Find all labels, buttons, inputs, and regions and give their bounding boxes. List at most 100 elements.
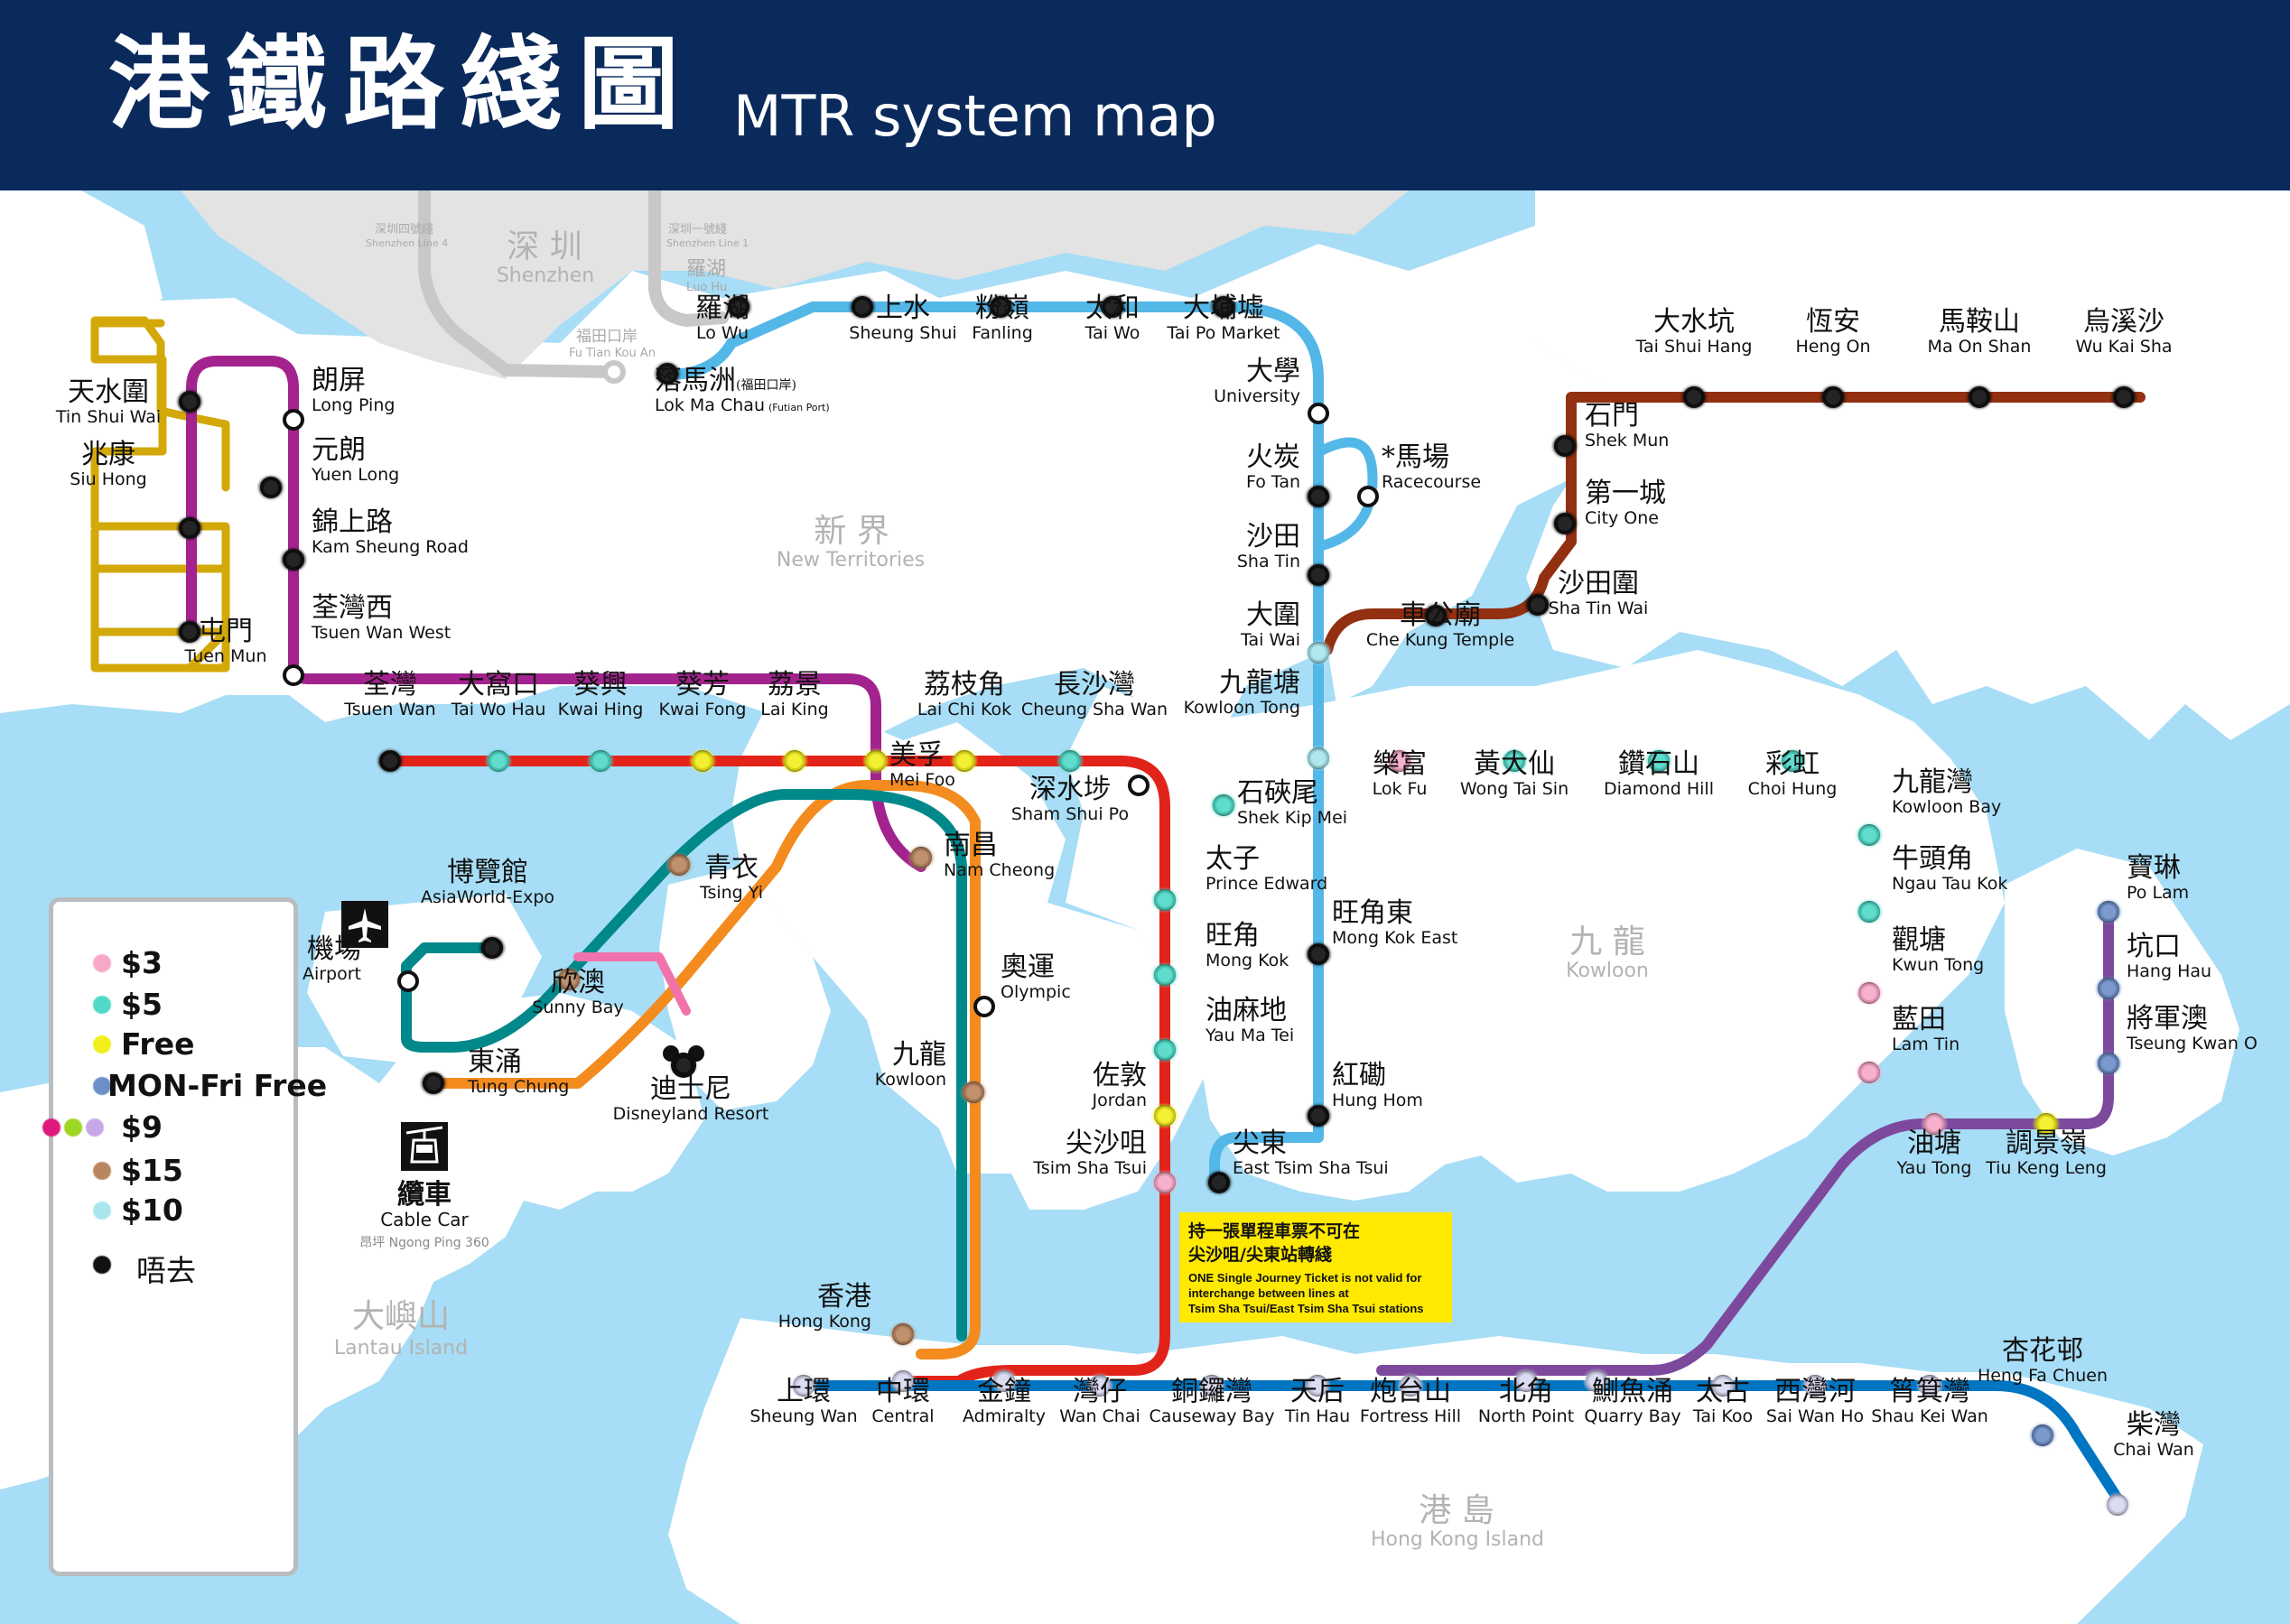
fare-marker [178, 391, 201, 413]
fare-marker [1153, 964, 1177, 986]
station-name-en: Lo Wu [696, 323, 749, 343]
region-lantau-en: Lantau Island [334, 1337, 468, 1360]
legend-swatch [93, 1035, 111, 1053]
fare-marker [1526, 594, 1550, 616]
station-name-zh: 博覽館 [447, 857, 528, 888]
fare-marker [1153, 1172, 1177, 1193]
station-name-en: Hang Hau [2127, 961, 2211, 981]
tko-line [1376, 906, 2114, 1376]
fare-marker [2031, 1424, 2054, 1446]
station-name-zh: 荃灣 [363, 669, 417, 701]
station-name-zh: 荃灣西 [312, 592, 393, 624]
fare-marker [1101, 296, 1124, 318]
station-name-en: Sheung Shui [849, 323, 956, 343]
fare-marker [1307, 747, 1330, 769]
legend-dot [93, 996, 111, 1014]
station-name-zh: 羅湖 [695, 292, 749, 324]
station-name-zh: 馬鞍山 [1939, 306, 2020, 338]
station-name-zh: 牛頭角 [1892, 843, 1973, 875]
fare-marker [1212, 296, 1235, 318]
station-name-zh: 火炭 [1246, 441, 1300, 473]
station-name-zh: 油塘 [1907, 1128, 1961, 1159]
station-name-zh: 朗屏 [312, 365, 366, 396]
fare-marker [1503, 750, 1526, 772]
station-name-zh: 九龍灣 [1892, 766, 1973, 798]
station-name-en: Fanling [972, 323, 1033, 343]
legend-dot [93, 1202, 111, 1220]
station-name-en: Kowloon Bay [1892, 797, 2001, 817]
station-name-en: Kowloon [875, 1070, 946, 1090]
legend-dot [64, 1118, 82, 1137]
station-name-zh: 長沙灣 [1054, 669, 1135, 701]
station-name-en: Lai King [760, 700, 828, 719]
station-name-zh: 迪士尼 [650, 1073, 731, 1105]
fare-marker [1803, 1375, 1827, 1397]
fare-marker [1682, 386, 1706, 408]
station-name-en: Shek Mun [1585, 431, 1669, 450]
station-node [1128, 775, 1150, 796]
station-name-zh: 車公廟 [1400, 599, 1481, 631]
region-hk_island-zh: 港 島 [1419, 1492, 1494, 1529]
fare-marker [1857, 824, 1881, 846]
station-name-zh: 銅鑼灣 [1171, 1376, 1252, 1407]
fare-marker [727, 296, 750, 318]
station-name-zh: 屯門 [199, 616, 253, 647]
shenzhen-line4-zh: 深圳四號綫 [375, 223, 433, 237]
station-name-en: Tsuen Wan [343, 700, 435, 719]
legend-label: $10 [121, 1192, 183, 1228]
station-name-en: Mong Kok East [1332, 928, 1457, 948]
fare-marker [422, 1072, 445, 1094]
island-line [798, 1380, 2123, 1504]
west-nt-land [0, 190, 163, 352]
station-name-zh: 北角 [1499, 1376, 1553, 1407]
shenzhen-line-1 [648, 190, 729, 328]
fare-marker [992, 1370, 1016, 1392]
fare-marker [1307, 1105, 1330, 1127]
fare-marker [667, 854, 691, 876]
station-node [973, 996, 995, 1017]
fare-marker [656, 363, 679, 385]
station-name-zh: 尖沙咀 [1066, 1128, 1147, 1159]
station-name-zh: 石硤尾 [1237, 777, 1318, 809]
station-name-en: Choi Hung [1748, 779, 1838, 799]
title-english: MTR system map [733, 83, 1217, 149]
luohu-label-zh: 羅湖 [686, 258, 726, 281]
station-name-en: Tai Wai [1240, 630, 1300, 650]
fare-marker [1153, 1105, 1177, 1127]
station-name-en: Shau Kei Wan [1871, 1406, 1988, 1426]
station-name-en: Sha Tin Wai [1549, 599, 1649, 618]
region-lantau-zh: 大嶼山 [352, 1298, 450, 1335]
station-node [1357, 486, 1379, 507]
legend-swatch [93, 1256, 111, 1274]
station-name-en: Sunny Bay [532, 998, 623, 1017]
legend-dot [93, 1256, 111, 1274]
fare-marker [953, 750, 976, 772]
notice-en-line1: ONE Single Journey Ticket is not valid f… [1188, 1271, 1422, 1285]
station-name-zh: 黃大仙 [1474, 748, 1555, 780]
shenzhen-line1-en: Shenzhen Line 1 [666, 237, 749, 249]
legend-swatch [93, 996, 111, 1014]
region-shenzhen-en: Shenzhen [497, 264, 594, 287]
station-name-en: Kam Sheung Road [312, 537, 469, 557]
station-name-zh: 油麻地 [1206, 995, 1287, 1026]
